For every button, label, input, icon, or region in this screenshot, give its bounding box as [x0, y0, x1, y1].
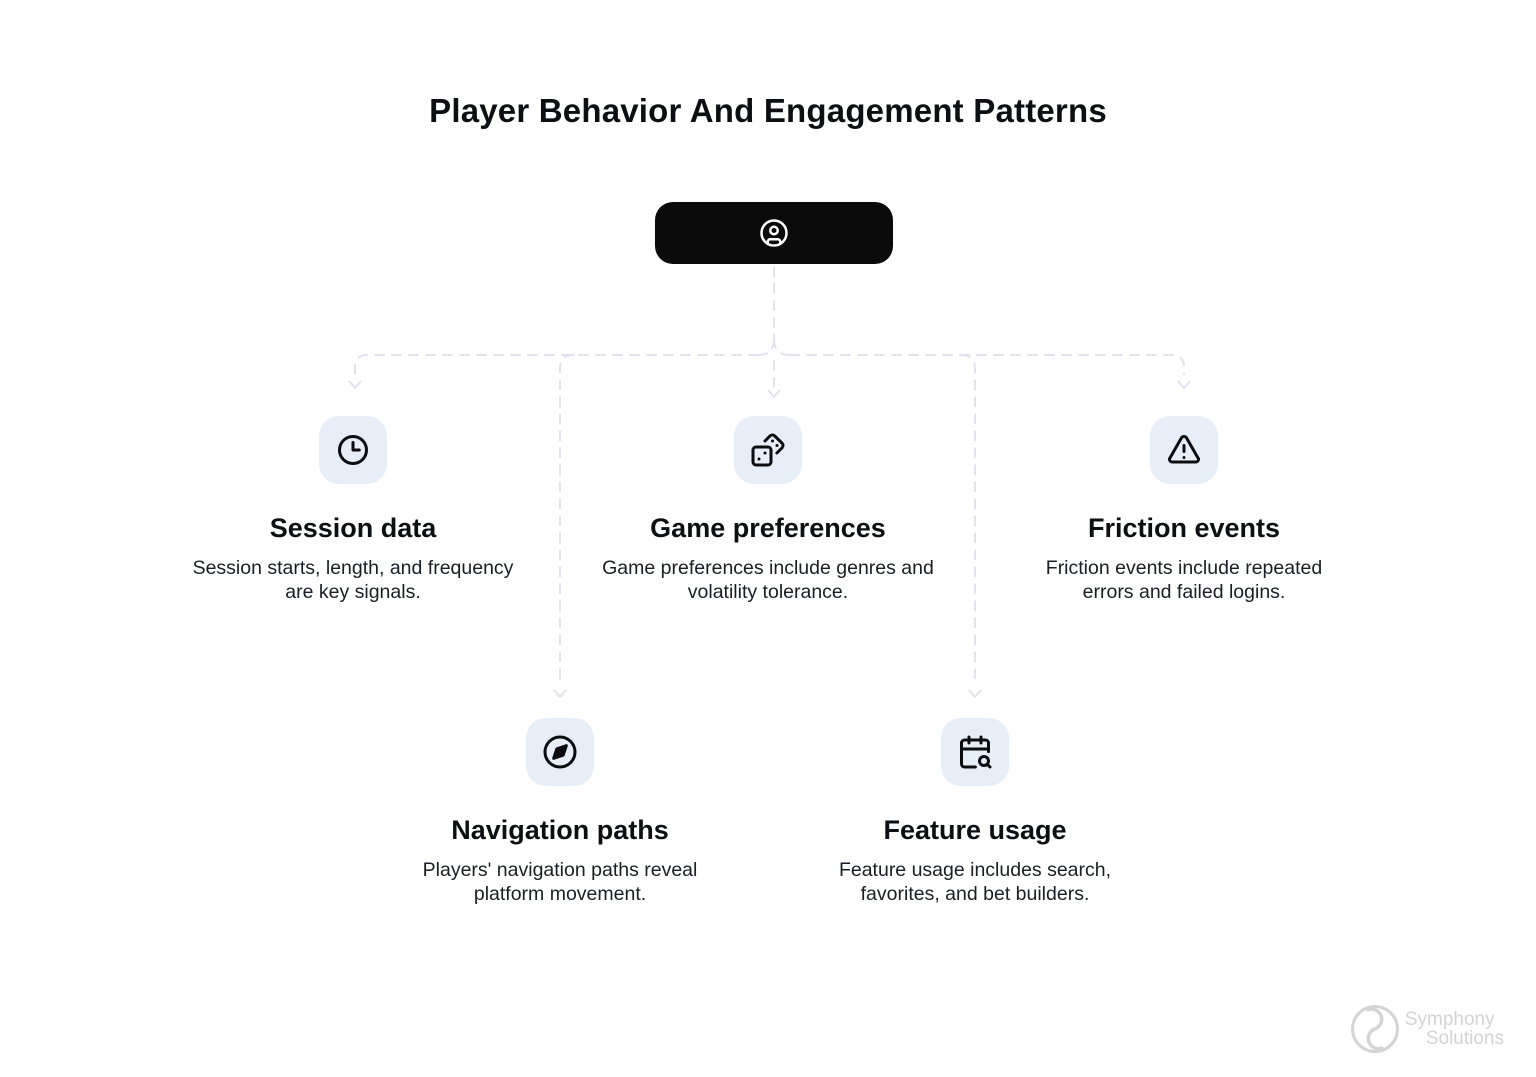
watermark-line2: Solutions — [1425, 1028, 1504, 1049]
root-node-player — [655, 202, 893, 264]
card-title: Friction events — [1087, 513, 1281, 543]
watermark-text: Symphony Solutions — [1405, 1010, 1504, 1048]
card-description: Players' navigation paths reveal platfor… — [422, 859, 698, 905]
card-title: Session data — [269, 513, 437, 543]
card-description: Feature usage includes search, favorites… — [838, 859, 1112, 905]
card-navigation-paths: Navigation paths Players' navigation pat… — [370, 718, 750, 906]
card-title: Navigation paths — [451, 815, 669, 845]
card-description: Game preferences include genres and vola… — [602, 557, 934, 603]
card-session-data: Session data Session starts, length, and… — [163, 416, 543, 604]
card-title: Game preferences — [650, 513, 886, 543]
watermark-logo: Symphony Solutions — [1349, 1003, 1504, 1055]
user-circle-icon — [759, 218, 789, 248]
page-title: Player Behavior And Engagement Patterns — [429, 92, 1107, 129]
card-description: Session starts, length, and frequency ar… — [192, 557, 514, 603]
compass-icon — [526, 718, 594, 786]
clock-icon — [319, 416, 387, 484]
symphony-solutions-logo-icon — [1349, 1003, 1401, 1055]
card-game-preferences: Game preferences Game preferences includ… — [578, 416, 958, 604]
alert-triangle-icon — [1150, 416, 1218, 484]
dices-icon — [734, 416, 802, 484]
card-feature-usage: Feature usage Feature usage includes sea… — [785, 718, 1165, 906]
card-friction-events: Friction events Friction events include … — [994, 416, 1374, 604]
watermark-line1: Symphony — [1404, 1009, 1495, 1030]
card-title: Feature usage — [883, 815, 1067, 845]
card-description: Friction events include repeated errors … — [1045, 557, 1323, 603]
calendar-search-icon — [941, 718, 1009, 786]
